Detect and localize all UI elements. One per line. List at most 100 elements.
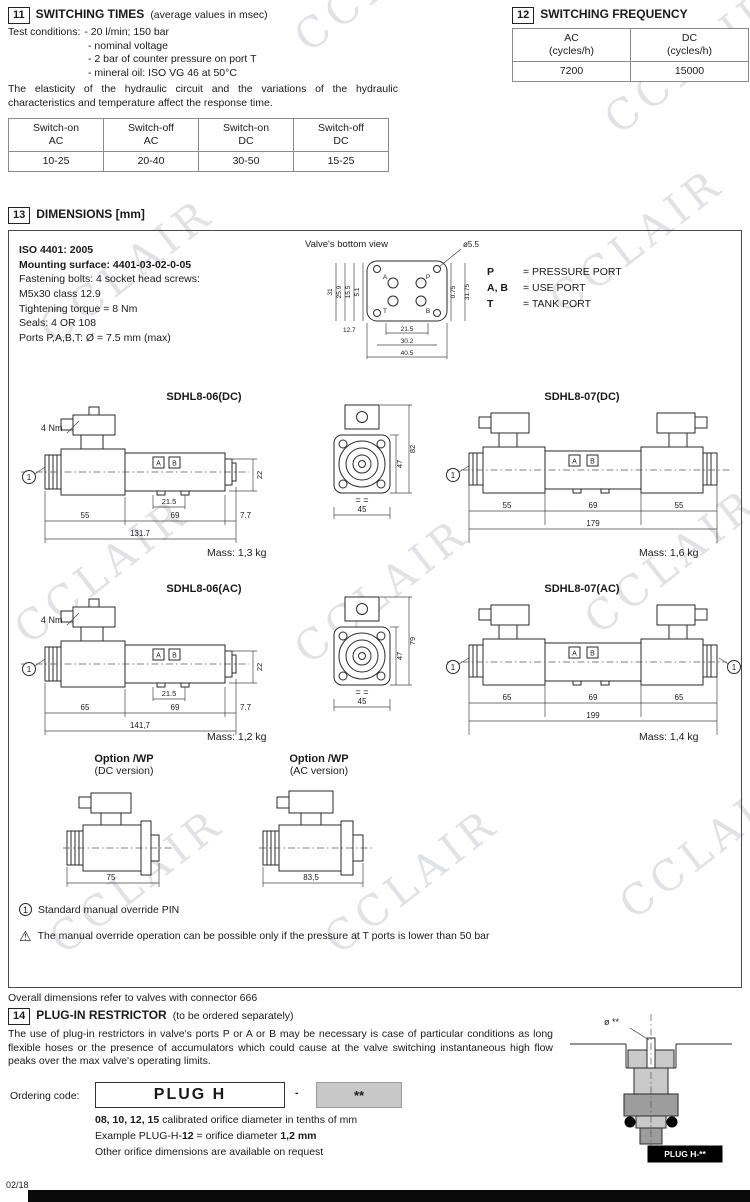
example-text: = orifice diameter: [193, 1130, 281, 1142]
port-b-label: B: [590, 459, 595, 466]
port-desc: = PRESSURE PORT: [523, 266, 622, 278]
page-code: 02/18: [6, 1180, 29, 1190]
dim-7-7: 7.7: [240, 703, 252, 712]
pin-note-text: Standard manual override PIN: [38, 903, 180, 916]
dim-69: 69: [589, 501, 598, 510]
dim-7-7: 7.7: [240, 511, 252, 520]
port-letter-a: A: [383, 274, 388, 281]
header-line: (cycles/h): [549, 45, 594, 58]
dim-total: 199: [586, 711, 600, 720]
dim-69: 69: [171, 511, 180, 520]
valve-title-sdhl8-06-ac: SDHL8-06(AC): [166, 583, 242, 595]
ordering-code-stars: **: [316, 1082, 402, 1108]
port-b-label: B: [172, 653, 177, 660]
dimension-lines: [468, 677, 718, 735]
ordering-code-dash: -: [295, 1087, 299, 1099]
header-line: AC: [564, 32, 579, 44]
override-pin-callout-right: [718, 657, 741, 674]
header-line: Switch-off: [318, 122, 364, 134]
pin-symbol: 1: [732, 663, 737, 672]
connector-top-view: [344, 404, 380, 430]
mounting-flange: [366, 260, 448, 322]
section-14-header: 14 PLUG-IN RESTRICTOR (to be ordered sep…: [8, 1008, 294, 1025]
valve-title-sdhl8-07-ac: SDHL8-07(AC): [544, 583, 620, 595]
dimension-lines: [333, 404, 412, 519]
hole-leader: [438, 248, 462, 268]
watermark: CCLAIR: [285, 0, 478, 62]
iso-line: Fastening bolts: 4 socket head screws:: [19, 273, 200, 286]
dim-45: 45: [358, 697, 367, 706]
iso-mounting-info: ISO 4401: 2005 Mounting surface: 4401-03…: [19, 243, 200, 346]
option-wp-dc-diagram: 75: [63, 792, 173, 887]
iso-line: M5x30 class 12.9: [19, 288, 101, 301]
value-cell: 15000: [630, 61, 749, 83]
orifice-diameter-label: ø **: [604, 1017, 620, 1027]
dim-total: 141,7: [130, 721, 151, 730]
condition-line: Test conditions: - 20 l/min; 150 bar: [8, 26, 256, 40]
dim-21-5: 21.5: [162, 689, 177, 698]
header-line: Switch-on: [32, 122, 80, 134]
section-14-number: 14: [8, 1008, 31, 1025]
connector-left: [478, 412, 530, 448]
footer-bar: [28, 1190, 750, 1202]
pin-symbol: 1: [451, 471, 456, 480]
dim-83-5: 83,5: [303, 873, 319, 882]
dim-55: 55: [81, 511, 90, 520]
valve-body: [124, 644, 226, 688]
port-a-label: A: [572, 651, 577, 658]
section-13-title: DIMENSIONS [mm]: [36, 207, 145, 221]
dim-47: 47: [395, 460, 404, 468]
dimension-lines: [44, 650, 257, 735]
elasticity-note: The elasticity of the hydraulic circuit …: [8, 83, 398, 109]
connector-right: [656, 604, 708, 640]
sdhl8-07-ac-diagram: 1 1 A B 65 69 65 199: [446, 604, 741, 735]
switching-times-value-row: 10-25 20-40 30-50 15-25: [8, 151, 389, 173]
port-a-label: A: [572, 459, 577, 466]
valve-body: [124, 452, 226, 496]
ordering-code-main: PLUG H: [95, 1082, 285, 1108]
header-line: AC: [48, 135, 64, 148]
dim-40-5: 40.5: [401, 350, 414, 357]
coil-flange-top-view: [333, 434, 391, 494]
test-conditions-label: Test conditions:: [8, 26, 81, 38]
section-14-subtitle: (to be ordered separately): [172, 1010, 294, 1022]
port-letter-b: B: [426, 308, 430, 315]
value-cell: 10-25: [8, 151, 104, 173]
option-wp-ac-diagram: 83,5: [259, 790, 375, 887]
override-pin-callout: [22, 658, 46, 676]
hole-diameter-label: ø5.5: [463, 240, 480, 249]
orifice-example-line: Example PLUG-H-12 = orifice diameter 1,2…: [95, 1130, 317, 1142]
iso-line: Seals: 4 OR 108: [19, 317, 97, 330]
orifice-sizes-desc: calibrated orifice diameter in tenths of…: [159, 1114, 358, 1126]
dimension-lines: [44, 458, 257, 543]
section-11-header: 11 SWITCHING TIMES (average values in ms…: [8, 7, 268, 24]
dim-55-right: 55: [675, 501, 684, 510]
sdhl8-07-dc-diagram: 1 A B 55 69 55 179: [446, 412, 733, 543]
coil-flange-top-view: [333, 626, 391, 686]
torque-leader: [66, 612, 80, 626]
condition-item: - 20 l/min; 150 bar: [84, 26, 170, 38]
dim-22: 22: [255, 663, 264, 671]
iso-line: Tightening torque = 8 Nm: [19, 302, 138, 315]
dim-12-7: 12.7: [343, 327, 356, 334]
manual-override-nut-right: [702, 644, 718, 678]
dim-21-5: 21.5: [401, 326, 414, 333]
port-b-label: B: [590, 651, 595, 658]
switching-frequency-table: AC(cycles/h) DC(cycles/h) 7200 15000: [512, 27, 749, 83]
dim-75: 75: [107, 873, 116, 882]
dim-69: 69: [589, 693, 598, 702]
dim-21-5: 21.5: [162, 497, 177, 506]
switching-frequency-header-row: AC(cycles/h) DC(cycles/h): [512, 27, 749, 63]
section-12-header: 12 SWITCHING FREQUENCY: [512, 7, 688, 24]
connector: [60, 598, 116, 642]
dimension-lines: [66, 863, 160, 887]
dim-31-75: 31.75: [464, 283, 471, 300]
dim-0-75: 0.75: [450, 285, 457, 298]
dim-65-left: 65: [503, 693, 512, 702]
dim-total: 131.7: [130, 529, 151, 538]
override-pin-callout-left: [446, 657, 470, 674]
